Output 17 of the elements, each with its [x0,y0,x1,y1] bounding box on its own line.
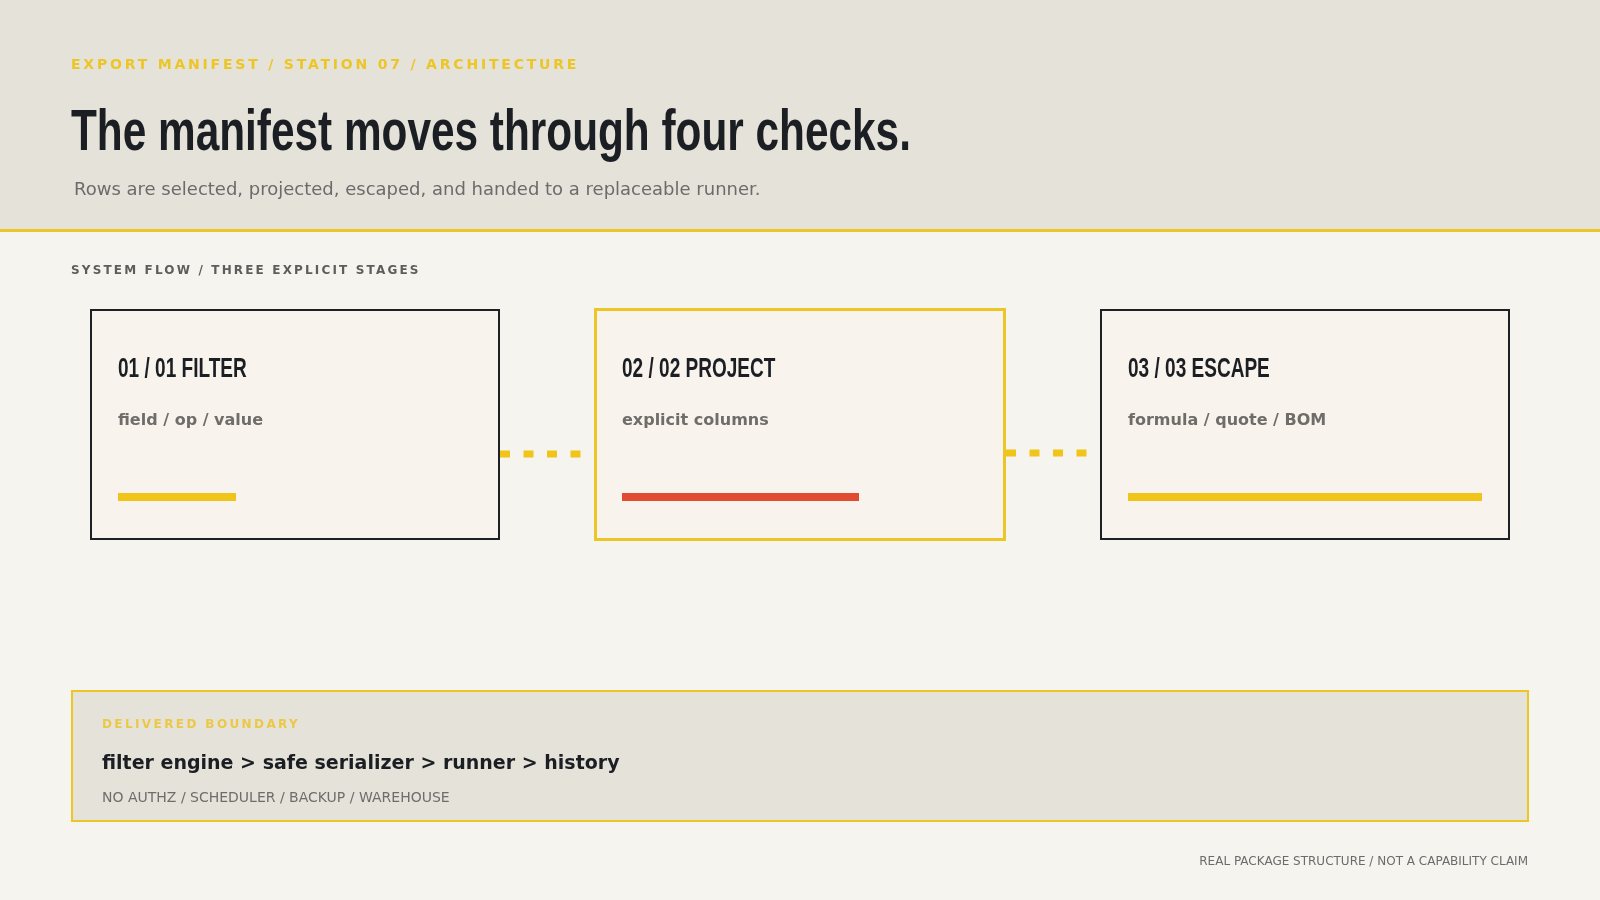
pipeline-text: filter engine > safe serializer > runner > history [102,750,620,774]
stage-card [90,309,500,540]
panel-heading: DELIVERED BOUNDARY [102,717,301,731]
stage-detail: explicit columns [622,410,769,430]
section-label: SYSTEM FLOW / THREE EXPLICIT STAGES [71,263,421,278]
footnote: REAL PACKAGE STRUCTURE / NOT A CAPABILITY CLAIM [1199,854,1528,868]
boundary-panel [71,690,1529,822]
stage-detail: formula / quote / BOM [1128,410,1327,430]
stage-detail: field / op / value [118,410,263,430]
stage-title: 01 / 01 FILTER [118,354,247,382]
highlighted-stage-card [594,308,1006,541]
subtitle: Rows are selected, projected, escaped, and handed to a replaceable runner. [74,178,761,200]
stage-title: 02 / 02 PROJECT [622,354,776,382]
stage-title: 03 / 03 ESCAPE [1128,354,1270,382]
eyebrow-label: EXPORT MANIFEST / STATION 07 / ARCHITECTURE [71,56,580,73]
stage-card [1100,309,1510,540]
exclusions-text: NO AUTHZ / SCHEDULER / BACKUP / WAREHOUSE [102,788,450,806]
